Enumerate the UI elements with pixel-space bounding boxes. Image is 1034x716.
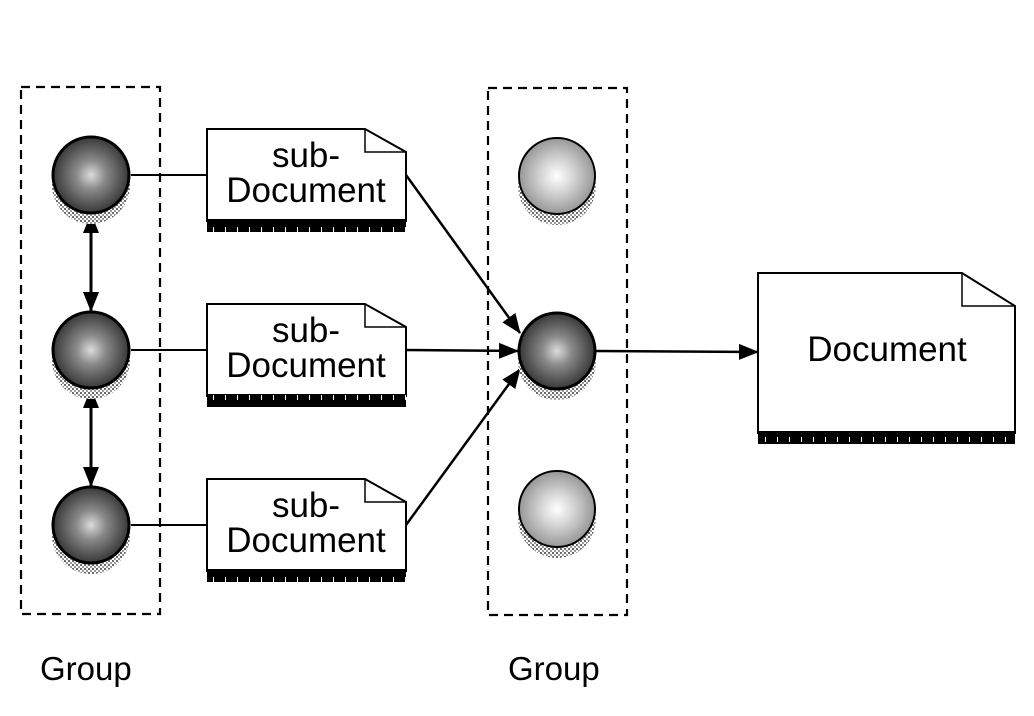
group-label-right: Group	[508, 650, 600, 687]
left-group-box	[19, 85, 162, 616]
flow-arrow	[405, 342, 519, 359]
final-document: Document	[757, 272, 1016, 444]
left-node-2	[51, 310, 131, 399]
flow-arrow	[404, 368, 522, 526]
sub-document-label-line2: Document	[226, 171, 386, 210]
sub-document-1: sub- Document	[206, 128, 407, 232]
sub-document-label-line2: Document	[226, 346, 386, 385]
document-footer-bar	[207, 219, 406, 232]
group-label-left: Group	[40, 650, 132, 687]
document-label: Document	[807, 330, 967, 369]
right-node-top	[518, 137, 596, 225]
sub-document-3: sub- Document	[206, 478, 407, 582]
sub-document-label-line1: sub-	[272, 486, 340, 525]
left-node-3	[51, 485, 131, 574]
sub-document-2: sub- Document	[206, 303, 407, 407]
document-footer-bar	[207, 569, 406, 582]
right-node-bottom	[518, 470, 596, 558]
left-node-1	[51, 135, 131, 224]
flow-arrow	[404, 174, 522, 334]
document-footer-bar	[207, 394, 406, 407]
right-node-center	[517, 311, 597, 400]
flow-arrow	[595, 343, 759, 360]
sub-document-label-line2: Document	[226, 521, 386, 560]
sub-document-label-line1: sub-	[272, 311, 340, 350]
sub-document-label-line1: sub-	[272, 136, 340, 175]
document-footer-bar	[758, 431, 1015, 444]
